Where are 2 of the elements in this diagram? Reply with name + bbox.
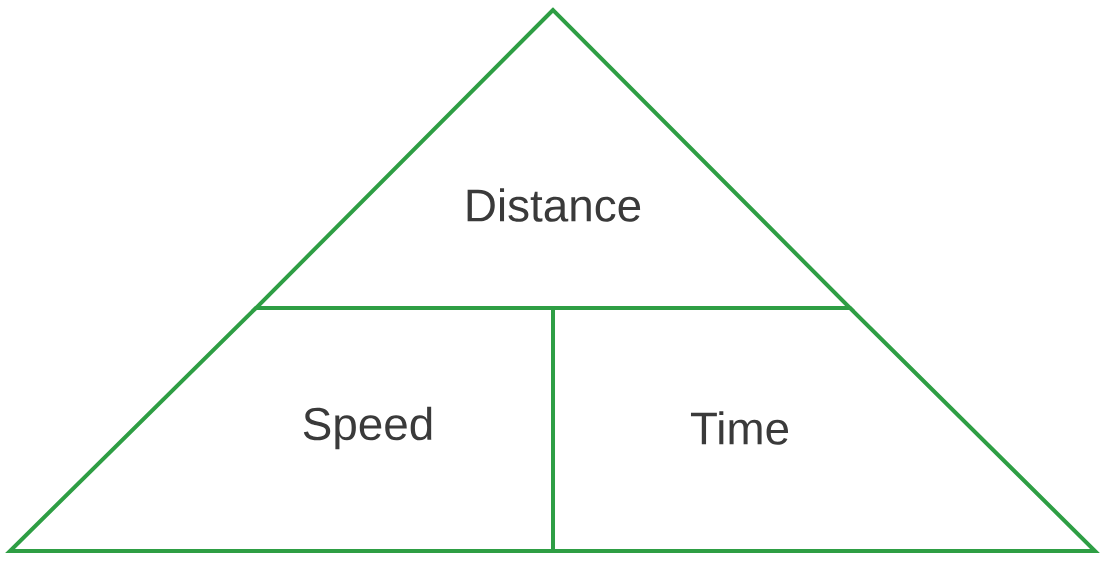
triangle-region: Time xyxy=(551,306,1100,553)
triangle-region: Speed xyxy=(5,306,555,553)
